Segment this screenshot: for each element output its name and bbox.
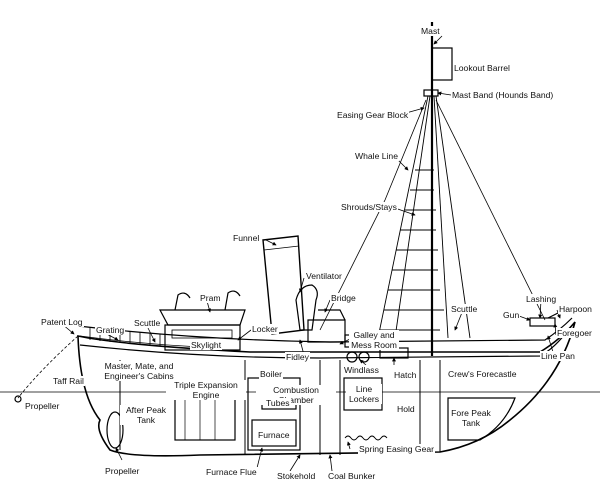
label-ventilator: Ventilator	[305, 271, 343, 281]
pram-davit-left	[174, 292, 191, 311]
label-coal-bunker: Coal Bunker	[327, 471, 377, 481]
label-taff-rail: Taff Rail	[52, 376, 85, 386]
label-hold: Hold	[396, 404, 416, 414]
label-tubes: Tubes	[265, 398, 291, 408]
deck-line	[79, 329, 569, 359]
funnel	[262, 235, 305, 335]
label-harpoon: Harpoon	[558, 304, 593, 314]
label-gun: Gun	[502, 310, 521, 320]
label-boiler: Boiler	[259, 369, 283, 379]
label-after-peak-tank: After Peak Tank	[120, 405, 172, 425]
label-windlass: Windlass	[343, 365, 380, 375]
label-shrouds-stays: Shrouds/Stays	[340, 202, 398, 212]
label-hatch: Hatch	[393, 370, 418, 380]
hull-outline	[77, 321, 576, 457]
spring-easing-gear	[344, 435, 388, 441]
patent-log-line	[17, 335, 79, 399]
pram-boat	[159, 309, 246, 326]
label-line-pan: Line Pan	[540, 351, 576, 361]
label-fidley: Fidley	[285, 352, 310, 362]
whale-line	[319, 99, 427, 331]
propeller	[106, 411, 124, 449]
label-spring-easing-gear: Spring Easing Gear	[358, 444, 435, 454]
label-crews-forecastle: Crew's Forecastle	[447, 369, 518, 379]
label-galley-mess-room: Galley and Mess Room	[349, 330, 399, 350]
label-locker: Locker	[251, 324, 279, 334]
label-easing-gear-block: Easing Gear Block	[336, 110, 410, 120]
bridge	[307, 319, 346, 343]
label-lookout-barrel: Lookout Barrel	[453, 63, 511, 73]
label-triple-expansion-engine: Triple Expansion Engine	[166, 380, 246, 400]
label-pram: Pram	[199, 293, 222, 303]
windlass	[346, 351, 358, 363]
label-mast-band: Mast Band (Hounds Band)	[451, 90, 555, 100]
label-whale-line: Whale Line	[354, 151, 399, 161]
pram-davit-right	[224, 290, 241, 311]
label-fore-peak-tank: Fore Peak Tank	[450, 408, 492, 428]
label-furnace-flue: Furnace Flue	[205, 467, 258, 477]
furnace	[251, 419, 297, 447]
skylight-windows	[171, 329, 233, 339]
label-master-cabins: Master, Mate, and Engineer's Cabins	[96, 361, 182, 381]
label-mast: Mast	[420, 26, 441, 36]
label-bridge: Bridge	[330, 293, 357, 303]
aft-grating	[79, 327, 201, 348]
label-patent-log: Patent Log	[40, 317, 84, 327]
label-furnace: Furnace	[257, 430, 291, 440]
label-funnel: Funnel	[232, 233, 261, 243]
ventilator	[295, 284, 318, 331]
label-grating: Grating	[95, 325, 126, 335]
fore-peak-tank	[447, 397, 516, 441]
label-stokehold: Stokehold	[276, 471, 317, 481]
label-propeller-bottom: Propeller	[104, 466, 141, 476]
harpoon-gun	[529, 311, 561, 327]
shrouds-stays	[377, 95, 471, 339]
label-line-lockers: Line Lockers	[346, 384, 382, 404]
label-foregoer: Foregoer	[556, 328, 593, 338]
label-lashing: Lashing	[525, 294, 558, 304]
label-skylight: Skylight	[190, 340, 223, 350]
label-scuttle-aft: Scuttle	[133, 318, 162, 328]
line-lockers	[343, 377, 383, 411]
lookout-barrel	[431, 47, 453, 81]
label-propeller-stern: Propeller	[24, 401, 61, 411]
label-scuttle-fore: Scuttle	[450, 304, 479, 314]
